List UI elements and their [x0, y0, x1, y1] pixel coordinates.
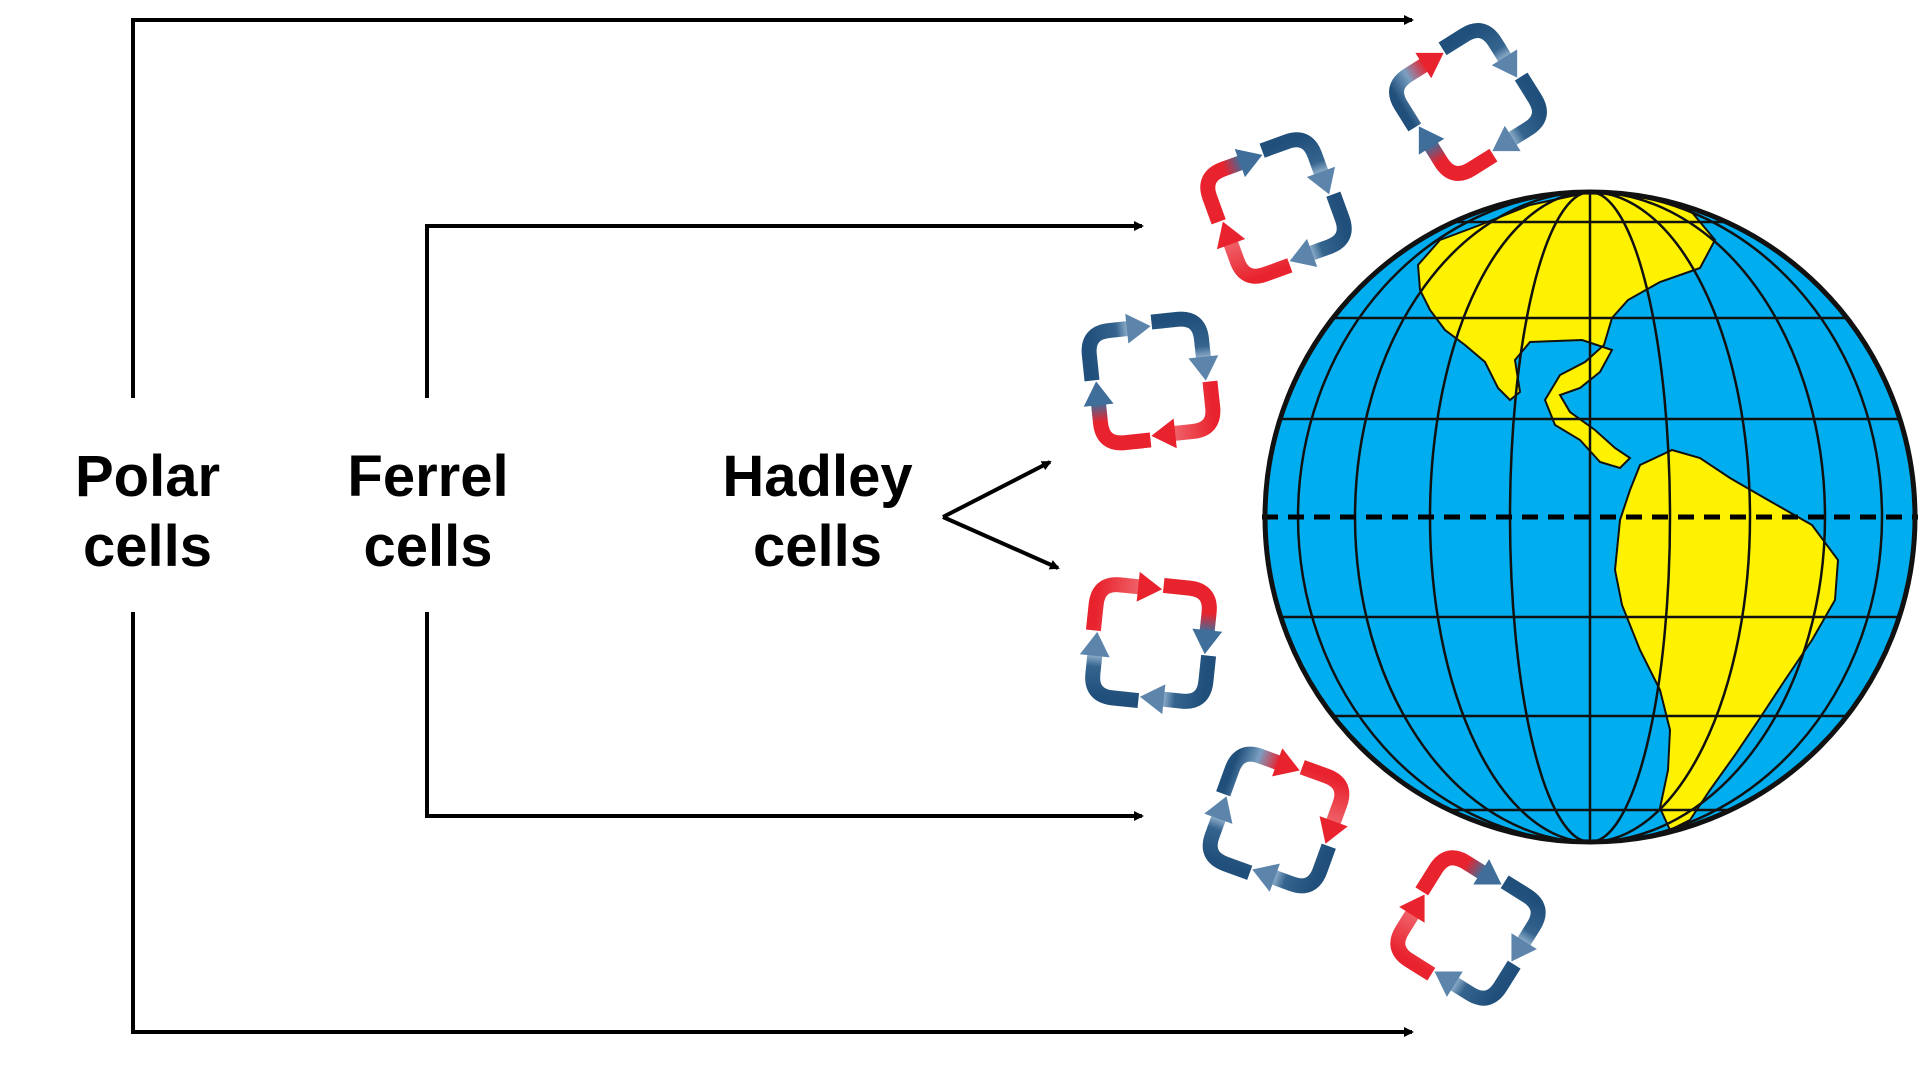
- curved-arrow-icon: [1150, 311, 1219, 381]
- curved-arrow-icon: [1085, 571, 1163, 632]
- curved-arrow-icon: [1299, 760, 1350, 844]
- curved-arrow-icon: [1418, 126, 1498, 181]
- curved-arrow-icon: [1500, 875, 1546, 962]
- curved-arrow-icon: [1162, 577, 1223, 655]
- curved-arrow-icon: [1434, 960, 1521, 1006]
- hadley-cell-south: [1079, 571, 1223, 715]
- ferrel-cells-label-line2: cells: [363, 514, 493, 579]
- ferrel-cells-label-line1: Ferrel: [347, 444, 509, 509]
- polar-cells-label: Polar cells: [45, 442, 250, 582]
- curved-arrow-icon: [1289, 191, 1352, 268]
- curved-arrow-icon: [1415, 850, 1502, 896]
- curved-arrow-icon: [1200, 148, 1263, 225]
- ferrel-cells-bracket: [425, 221, 1144, 821]
- curved-arrow-icon: [1216, 746, 1300, 797]
- polar-cell-north: [1389, 23, 1547, 181]
- hadley-cells-label-line2: cells: [753, 514, 882, 579]
- curved-arrow-icon: [1202, 796, 1253, 880]
- hadley-cell-north: [1081, 311, 1221, 451]
- curved-arrow-icon: [1438, 23, 1518, 78]
- curved-arrow-icon: [1492, 72, 1547, 152]
- ferrel-cell-north: [1200, 132, 1352, 284]
- circulation-cells: [1079, 23, 1547, 1006]
- curved-arrow-icon: [1139, 654, 1217, 715]
- curved-arrow-icon: [1083, 381, 1152, 451]
- ferrel-cells-label: Ferrel cells: [318, 442, 538, 582]
- curved-arrow-icon: [1079, 631, 1140, 709]
- curved-arrow-icon: [1259, 132, 1336, 195]
- curved-arrow-icon: [1389, 52, 1444, 132]
- curved-arrow-icon: [1252, 843, 1336, 894]
- hadley-cells-label: Hadley cells: [700, 442, 935, 582]
- polar-cells-label-line2: cells: [83, 514, 212, 579]
- curved-arrow-icon: [1216, 221, 1293, 284]
- curved-arrow-icon: [1151, 380, 1221, 449]
- polar-cells-label-line1: Polar: [74, 444, 221, 509]
- polar-cells-bracket: [131, 15, 1414, 1037]
- polar-cell-south: [1390, 850, 1546, 1006]
- curved-arrow-icon: [1081, 313, 1151, 382]
- hadley-cells-label-line1: Hadley: [722, 444, 913, 509]
- ferrel-cell-south: [1202, 746, 1350, 894]
- hadley-cells-pointer: [942, 460, 1060, 570]
- curved-arrow-icon: [1390, 894, 1436, 981]
- globe: [1262, 189, 1918, 845]
